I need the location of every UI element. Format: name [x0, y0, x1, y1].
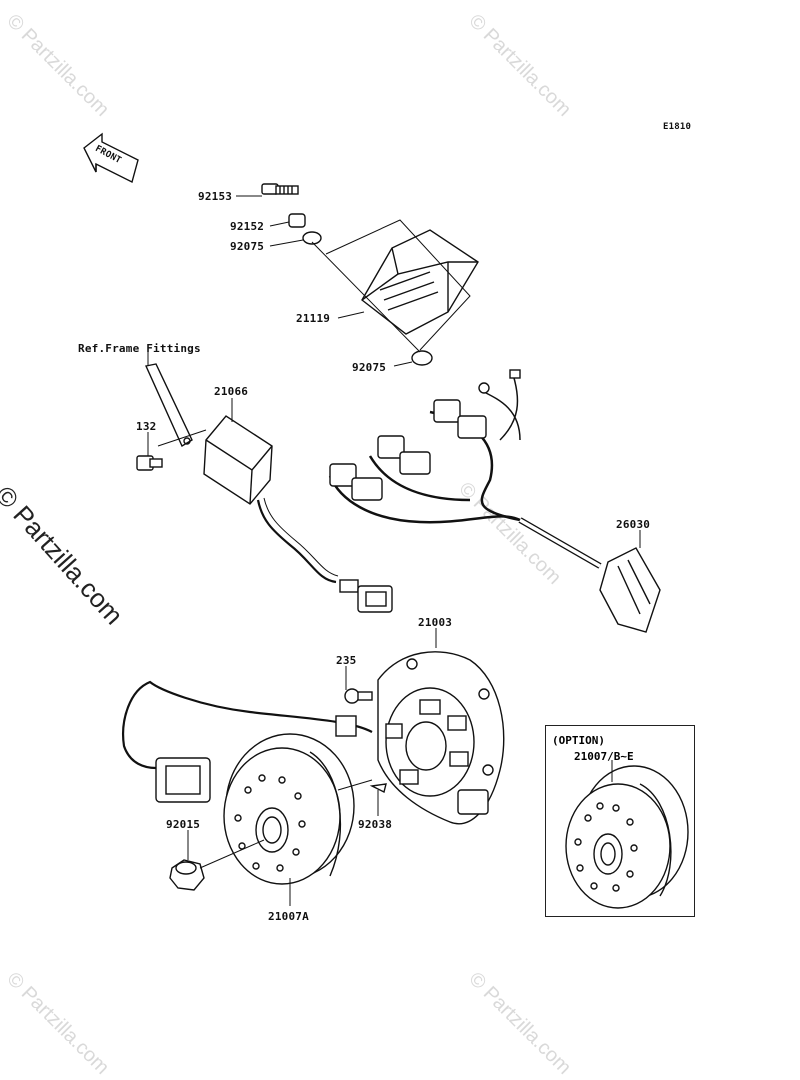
part-label-92075-bottom[interactable]: 92075 [352, 361, 387, 374]
grommet-92075-top-icon [302, 231, 322, 245]
part-label-132[interactable]: 132 [136, 420, 157, 433]
part-label-235[interactable]: 235 [336, 654, 357, 667]
rotor-21007A-icon [223, 733, 355, 885]
collar-92152-icon [288, 213, 306, 228]
screw-235-icon [344, 688, 373, 704]
part-label-21066[interactable]: 21066 [214, 385, 249, 398]
option-rotor-icon [565, 765, 689, 909]
part-label-26030[interactable]: 26030 [616, 518, 651, 531]
part-label-21007-option[interactable]: 21007/B~E [574, 750, 634, 763]
wiring-harness-26030-icon [328, 369, 661, 633]
key-92038-icon [369, 783, 387, 794]
part-label-21003[interactable]: 21003 [418, 616, 453, 629]
part-label-21007A[interactable]: 21007A [268, 910, 309, 923]
nut-92015-icon [169, 859, 205, 891]
stay-bracket-icon [145, 363, 193, 448]
part-label-21119[interactable]: 21119 [296, 312, 331, 325]
generator-diagram [83, 132, 689, 909]
ref-frame-label: Ref.Frame Fittings [78, 342, 201, 355]
part-label-92152[interactable]: 92152 [230, 220, 265, 233]
option-box [545, 725, 695, 917]
cdi-unit-21066-icon [203, 415, 393, 613]
stator-21003-icon [122, 651, 505, 825]
grommet-92075-bottom-icon [411, 350, 433, 366]
part-label-92038[interactable]: 92038 [358, 818, 393, 831]
part-label-92075-top[interactable]: 92075 [230, 240, 265, 253]
bolt-132-icon [136, 455, 163, 471]
part-label-92153[interactable]: 92153 [198, 190, 233, 203]
part-label-92015[interactable]: 92015 [166, 818, 201, 831]
front-arrow-icon [83, 132, 139, 184]
bolt-92153-icon [261, 183, 299, 195]
diagram-code: E1810 [663, 122, 692, 132]
option-title: (OPTION) [552, 734, 605, 747]
regulator-21119-icon [361, 229, 479, 335]
